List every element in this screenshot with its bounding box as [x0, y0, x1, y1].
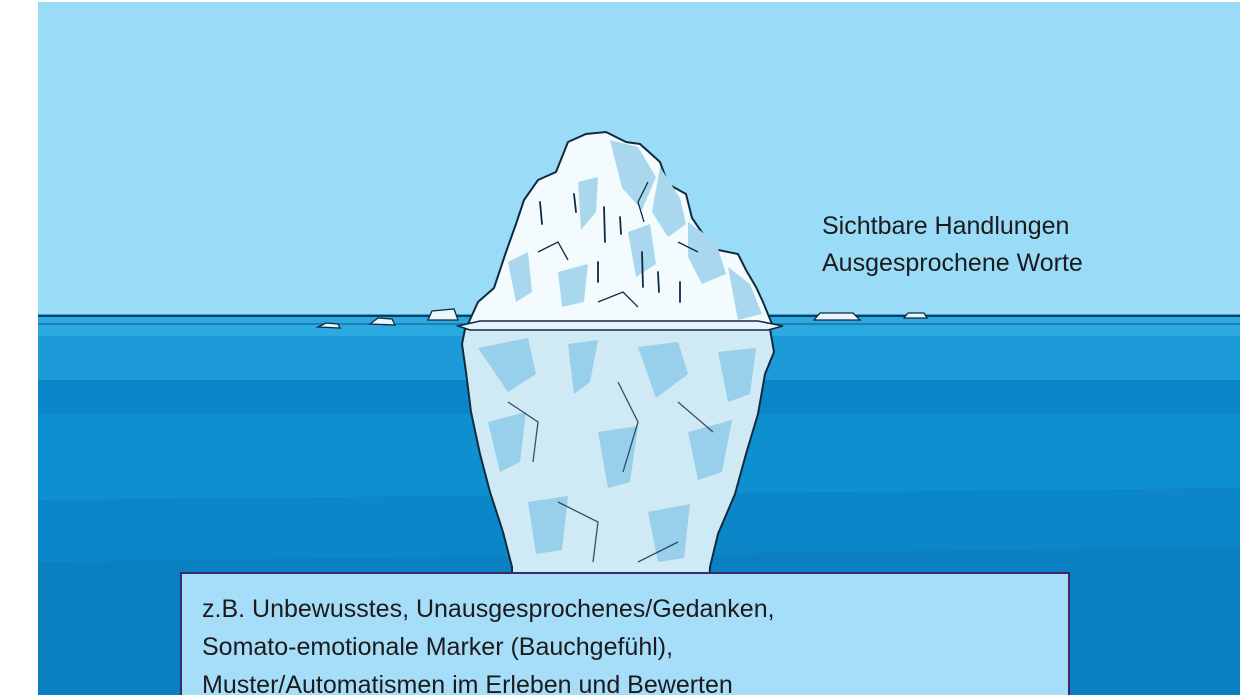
note-line-unconscious: z.B. Unbewusstes, Unausgesprochenes/Geda… — [202, 590, 1048, 628]
iceberg-base-ledge — [458, 321, 783, 330]
note-line-somatic-markers: Somato-emotionale Marker (Bauchgefühl), — [202, 628, 1048, 666]
caption-visible-actions: Sichtbare Handlungen — [822, 208, 1083, 245]
ice-floe — [904, 313, 927, 318]
note-line-patterns: Muster/Automatismen im Erleben und Bewer… — [202, 666, 1048, 695]
ice-floe — [428, 309, 458, 320]
ice-floe — [814, 313, 860, 320]
below-water-note-box: z.B. Unbewusstes, Unausgesprochenes/Geda… — [180, 572, 1070, 695]
above-water-caption: Sichtbare Handlungen Ausgesprochene Wort… — [822, 208, 1083, 282]
caption-spoken-words: Ausgesprochene Worte — [822, 245, 1083, 282]
